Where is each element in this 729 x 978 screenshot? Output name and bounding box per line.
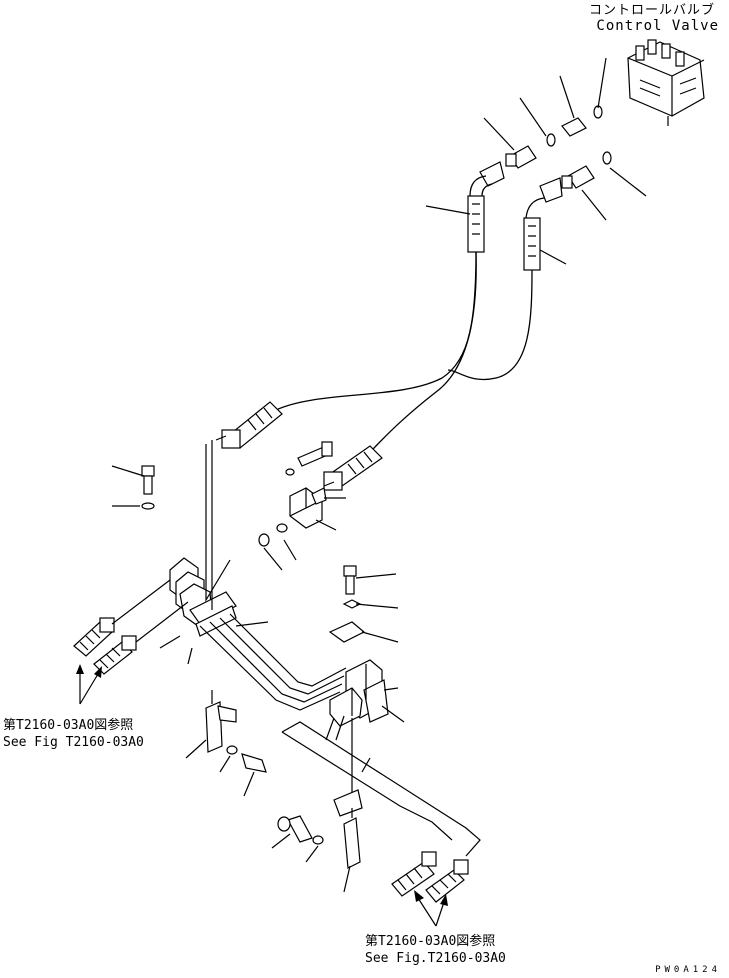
hose-end-left-a [73,579,171,657]
control-valve-label-jp: コントロールバルブ [588,3,715,18]
reference-left-jp: 第T2160-03A0図参照 [3,718,134,733]
ref-arrows-left [76,664,102,705]
control-valve-label-en: Control Valve [596,18,719,34]
bracket-right-lower [333,789,363,869]
manifold-left [169,557,237,637]
bolt-center [285,441,333,476]
guide-right [281,718,481,857]
bracket-left-lower [205,690,267,773]
hose-end-upper-center [221,401,283,449]
valve-fitting-lower [561,151,612,189]
bolt-lower-center [277,815,324,845]
hose-end-bottom-a [391,851,437,897]
hose-end-left-b [93,601,189,675]
leader-lines [111,57,647,893]
hose-end-lower-center [323,445,383,491]
hose-end-bottom-b [425,859,469,903]
reference-bottom-en: See Fig.T2160-03A0 [365,951,506,966]
valve-fitting-upper [505,105,603,169]
hose-upper [275,161,505,451]
drawing-code: PW0A124 [655,965,721,975]
block-fitting-center [258,487,327,547]
reference-bottom-jp: 第T2160-03A0図参照 [365,934,496,949]
ref-arrows-bottom [414,890,448,927]
control-valve [627,39,705,126]
manifold-right [329,659,389,727]
bolt-left [141,465,155,510]
tubes-to-right [199,440,347,711]
reference-left-en: See Fig T2160-03A0 [3,735,144,750]
hose-lower [447,177,563,381]
